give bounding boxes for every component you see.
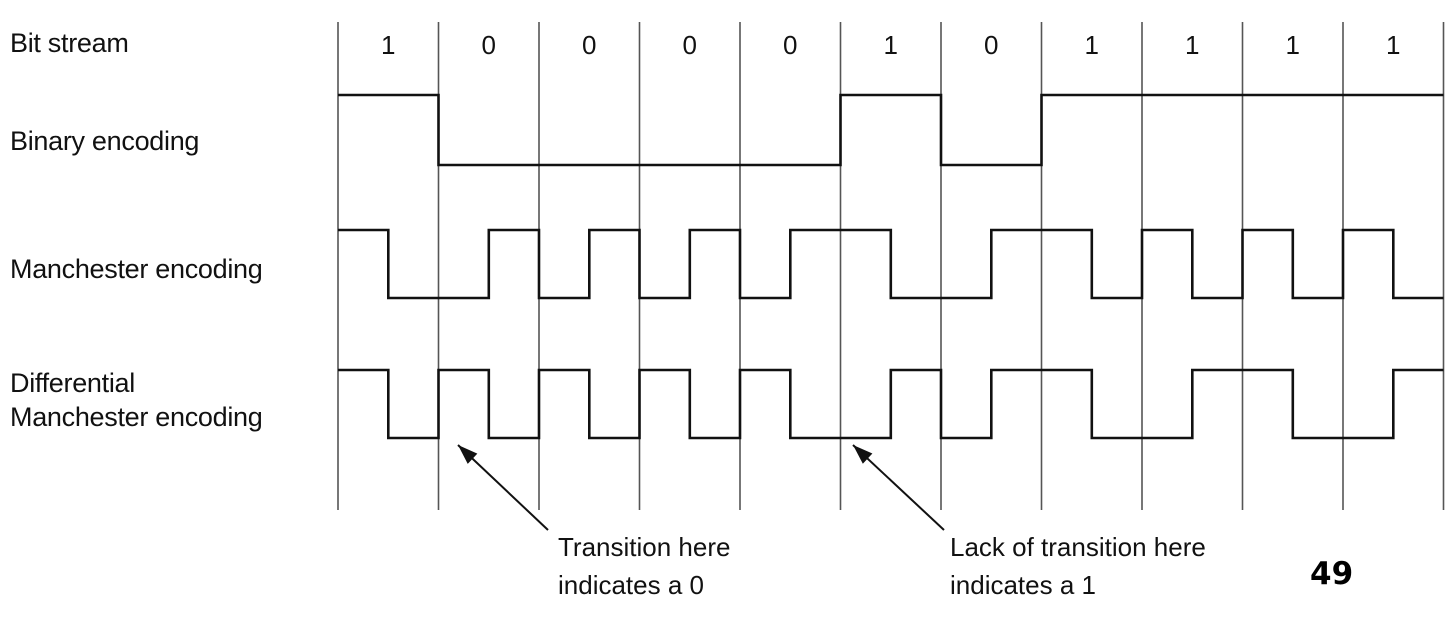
callout-transition-line1: Transition here <box>558 532 731 562</box>
bit-value: 1 <box>1185 30 1199 60</box>
bit-value: 0 <box>783 30 797 60</box>
differential-manchester-waveform <box>338 368 1444 440</box>
bit-value: 0 <box>683 30 697 60</box>
bit-value: 1 <box>381 30 395 60</box>
slide-number: 49 <box>1310 556 1354 592</box>
label-manchester-encoding: Manchester encoding <box>10 254 263 284</box>
label-bit-stream: Bit stream <box>10 28 129 58</box>
binary-encoding-waveform <box>338 93 1444 167</box>
bit-value: 1 <box>1286 30 1300 60</box>
transition-callout-arrow-head <box>458 445 478 464</box>
lack-of-transition-callout-arrow-shaft <box>852 444 945 531</box>
bit-value: 1 <box>1386 30 1400 60</box>
lack-of-transition-callout-arrow-head <box>853 445 873 464</box>
manchester-encoding-waveform <box>338 228 1444 300</box>
bit-value: 0 <box>482 30 496 60</box>
bit-value: 0 <box>984 30 998 60</box>
label-differential-line1: Differential <box>10 368 135 398</box>
callout-lack-line2: indicates a 1 <box>950 570 1096 600</box>
callout-lack-line1: Lack of transition here <box>950 532 1206 562</box>
callout-transition-line2: indicates a 0 <box>558 570 704 600</box>
label-differential-line2: Manchester encoding <box>10 402 263 432</box>
label-binary-encoding: Binary encoding <box>10 126 200 156</box>
transition-callout-arrow-shaft <box>457 444 549 531</box>
bit-value: 0 <box>582 30 596 60</box>
bit-value: 1 <box>884 30 898 60</box>
bit-value: 1 <box>1085 30 1099 60</box>
